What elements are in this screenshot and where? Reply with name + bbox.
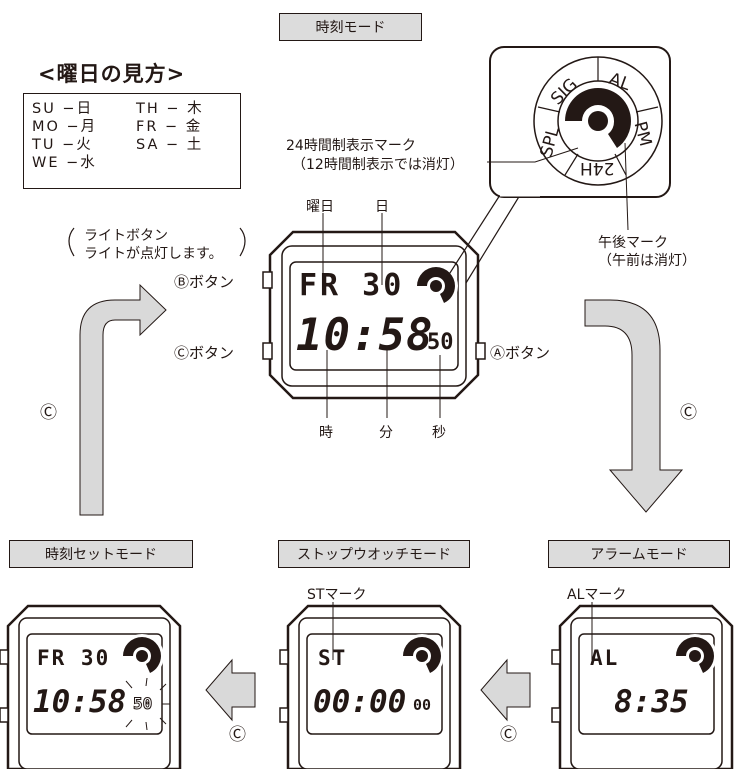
weekday-entry: SU −日 [32, 101, 94, 117]
label-second: 秒 [432, 425, 446, 441]
light-button-note: ライトが点灯します。 [84, 246, 223, 262]
arrow-to-timekeeping [79, 283, 167, 516]
button-b-label: Ⓑボタン [174, 273, 235, 291]
weekday-entry: TH − 木 [136, 101, 204, 117]
weekday-row: TU −火 SA − 土 [32, 136, 240, 154]
mode-box-stopwatch: ストップウオッチモード [278, 540, 470, 568]
weekday-entry: SA − 土 [136, 137, 204, 153]
weekday-entry: TU −火 [32, 137, 93, 153]
stopwatch-display-st: ST [318, 646, 348, 670]
c-button-symbol: Ⓒ [229, 725, 246, 745]
al-mark-label: ALマーク [567, 587, 627, 603]
weekday-legend-title: <曜日の見方> [38, 62, 186, 86]
stopwatch-display-time: 00:00 [313, 684, 407, 720]
main-display-time: 10:58 [296, 310, 434, 361]
weekday-row: SU −日 TH − 木 [32, 100, 240, 118]
weekday-entry: MO −月 [32, 119, 98, 135]
set-display-seconds-flashing: 50 [132, 694, 153, 714]
pm-mark-note: （午前は消灯） [598, 253, 696, 269]
set-display-weekday-day: FR 30 [37, 646, 111, 670]
set-display-time: 10:58 [33, 684, 127, 720]
button-a-label: Ⓐボタン [490, 344, 551, 362]
stopwatch-display-hundredths: 00 [413, 696, 432, 714]
c-button-symbol: Ⓒ [680, 403, 697, 423]
arrow-to-alarm [584, 299, 684, 513]
c-button-symbol: Ⓒ [500, 725, 517, 745]
light-button-label: ライトボタン [84, 228, 168, 244]
st-mark-label: STマーク [307, 587, 367, 603]
h24-mark-note: （12時間制表示では消灯） [292, 157, 464, 173]
mode-box-alarm: アラームモード [548, 540, 730, 568]
weekday-entry: FR − 金 [136, 119, 203, 135]
ring-label-24h: 24H [580, 158, 615, 178]
stopwatch-watch [279, 604, 462, 769]
button-c-label: Ⓒボタン [174, 344, 235, 362]
flash-rays [125, 677, 170, 731]
alarm-display-time: 8:35 [614, 684, 689, 720]
main-display-weekday-day: FR 30 [299, 268, 405, 303]
indicator-zoom [533, 56, 663, 186]
arrow-alarm-to-stopwatch [480, 658, 531, 722]
label-weekday: 曜日 [306, 199, 334, 215]
label-hour: 時 [319, 425, 333, 441]
label-day: 日 [375, 199, 389, 215]
alarm-display-al: AL [590, 646, 620, 670]
label-minute: 分 [379, 425, 393, 441]
weekday-row: MO −月 FR − 金 [32, 118, 240, 136]
set-watch [0, 604, 182, 769]
arrow-stopwatch-to-set [205, 658, 256, 722]
pm-mark-label: 午後マーク [598, 235, 668, 251]
main-display-seconds: 50 [427, 330, 454, 355]
mode-box-time-setting: 時刻セットモード [9, 540, 193, 568]
main-watch [262, 230, 486, 400]
alarm-watch [551, 604, 734, 769]
weekday-legend: SU −日 TH − 木 MO −月 FR − 金 TU −火 SA − 土 WE −… [23, 93, 241, 189]
weekday-entry: WE −水 [32, 155, 97, 171]
weekday-row: WE −水 [32, 154, 240, 172]
h24-mark-label: 24時間制表示マーク [286, 138, 416, 154]
mode-box-timekeeping: 時刻モード [279, 13, 422, 41]
c-button-symbol: Ⓒ [40, 403, 57, 423]
